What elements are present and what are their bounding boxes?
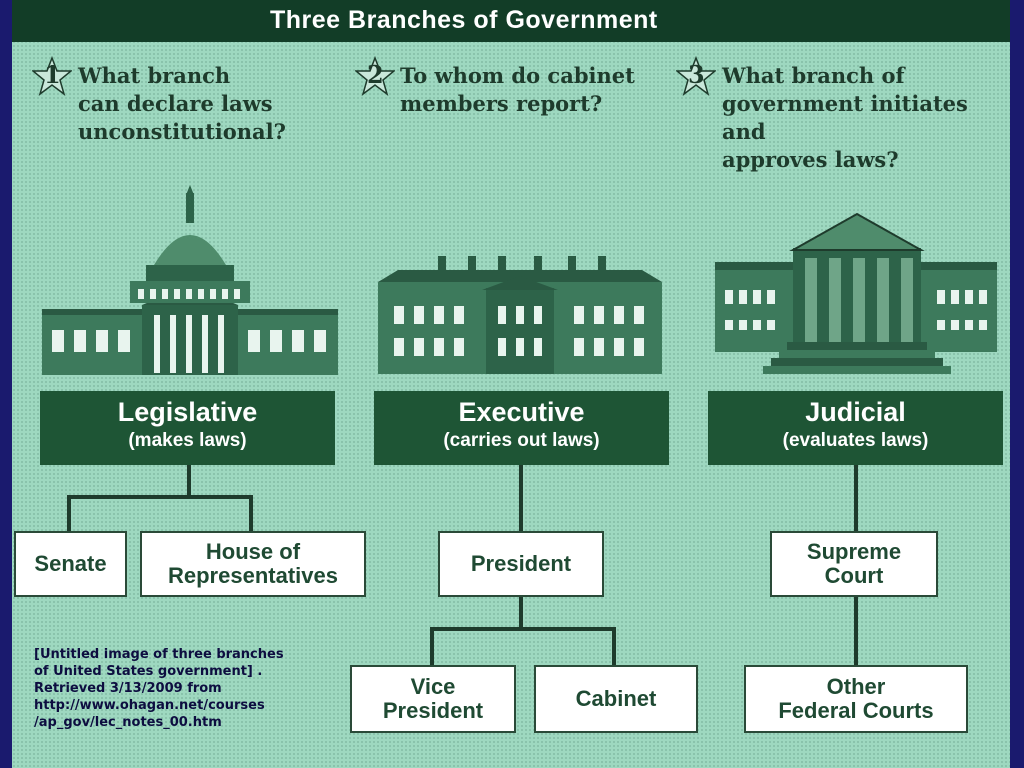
star-icon xyxy=(355,56,395,96)
citation-text: [Untitled image of three branches of Uni… xyxy=(34,647,284,730)
connector-line xyxy=(430,627,434,665)
branch-description: (evaluates laws) xyxy=(782,430,929,451)
question-number-3: 3 xyxy=(688,60,705,89)
star-icon xyxy=(32,56,72,96)
branch-description: (makes laws) xyxy=(128,430,247,451)
executive-branch-box: Executive (carries out laws) xyxy=(374,391,669,465)
connector-line xyxy=(612,627,616,665)
slide: Three Branches of Government 1 What bran… xyxy=(12,0,1010,768)
connector-line xyxy=(854,597,858,665)
branch-name: Executive xyxy=(458,397,585,427)
question-2-text: To whom do cabinet members report? xyxy=(400,63,635,116)
connector-line xyxy=(430,627,616,631)
question-number-1: 1 xyxy=(44,60,61,89)
diagram-title: Three Branches of Government xyxy=(270,6,658,34)
branch-name: Legislative xyxy=(117,397,258,427)
legislative-branch-box: Legislative (makes laws) xyxy=(40,391,335,465)
capitol-building-icon xyxy=(42,185,338,375)
connector-line xyxy=(519,465,523,531)
house-of-representatives-box: House of Representatives xyxy=(140,531,366,597)
president-box: President xyxy=(438,531,604,597)
vice-president-box: Vice President xyxy=(350,665,516,733)
question-1-text: What branch can declare laws unconstitut… xyxy=(78,63,286,144)
question-number-2: 2 xyxy=(367,60,384,89)
judicial-branch-box: Judicial (evaluates laws) xyxy=(708,391,1003,465)
question-3-text: What branch of government initiates and … xyxy=(722,63,968,172)
connector-line xyxy=(67,495,253,499)
star-icon xyxy=(676,56,716,96)
branch-description: (carries out laws) xyxy=(443,430,600,451)
connector-line xyxy=(67,495,71,533)
supreme-court-box: Supreme Court xyxy=(770,531,938,597)
connector-line xyxy=(519,597,523,629)
branch-name: Judicial xyxy=(805,397,906,427)
supreme-court-building-icon xyxy=(715,212,997,374)
connector-line xyxy=(249,495,253,533)
connector-line xyxy=(854,465,858,531)
connector-line xyxy=(187,465,191,497)
other-federal-courts-box: Other Federal Courts xyxy=(744,665,968,733)
title-bar: Three Branches of Government xyxy=(12,0,1010,42)
senate-box: Senate xyxy=(14,531,127,597)
cabinet-box: Cabinet xyxy=(534,665,698,733)
white-house-icon xyxy=(378,256,662,374)
